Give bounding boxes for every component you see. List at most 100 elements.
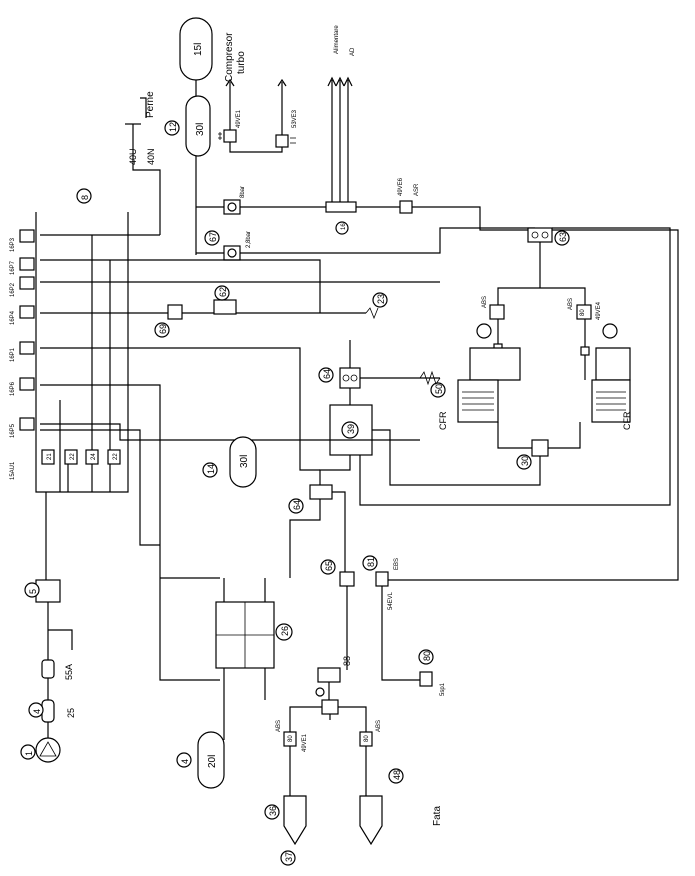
- svg-text:49VE6: 49VE6: [398, 177, 404, 196]
- valve-53ve3: 53VE3: [275, 109, 298, 148]
- ref-16: 16: [335, 221, 349, 235]
- svg-text:16P4: 16P4: [10, 310, 16, 325]
- svg-text:55A: 55A: [64, 664, 74, 680]
- regulator-8bar: 8bar: [223, 186, 246, 215]
- valve-39: 39: [329, 404, 373, 456]
- svg-text:16P2: 16P2: [10, 282, 16, 297]
- pressure-switches: 16P3 16P7 16P2 16P4 16P1 16P6 16P5 15AU1: [10, 229, 35, 480]
- compressor-turbo-label: Compresor turbo: [224, 32, 247, 82]
- pressure-switch-88: 80 5sp1: [418, 649, 446, 696]
- valve-49ve6-asr: 49VE6 ASR: [398, 177, 420, 214]
- valve-55: 62: [213, 285, 237, 315]
- svg-text:80: 80: [364, 735, 370, 742]
- ref-8: 8: [76, 188, 92, 204]
- svg-text:CFR: CFR: [622, 411, 632, 430]
- svg-text:4: 4: [180, 759, 190, 764]
- valve-block-row: 21 22 24 22: [41, 449, 121, 465]
- tank-30l-mid: 30l 14: [202, 436, 257, 488]
- svg-text:64: 64: [322, 369, 332, 379]
- svg-text:21: 21: [47, 453, 53, 460]
- abs-valve-rear-right: 80 ABS 49VE4: [568, 298, 602, 320]
- svg-text:16P1: 16P1: [10, 347, 16, 362]
- regulator-28bar: 2,8bar: [223, 231, 252, 261]
- tank-30l-top: 30l: [185, 95, 211, 157]
- manifold: [325, 201, 357, 213]
- svg-text:25: 25: [66, 708, 76, 718]
- svg-text:Compresor: Compresor: [224, 32, 235, 82]
- double-check-63: 63: [527, 227, 570, 246]
- svg-text:26: 26: [280, 626, 290, 636]
- valve-67-ebs: 81 EBS 54EVL: [362, 555, 400, 610]
- double-check-62: 64: [318, 367, 361, 389]
- left-switch-bus: [35, 212, 440, 681]
- svg-text:16P5: 16P5: [10, 423, 16, 438]
- brake-cylinder-right: CFR: [591, 323, 632, 430]
- svg-text:63: 63: [558, 232, 568, 242]
- svg-text:14: 14: [206, 464, 216, 474]
- svg-text:49VE1: 49VE1: [302, 733, 308, 752]
- svg-text:16P3: 16P3: [10, 237, 16, 252]
- perne-label: Perne: [145, 91, 156, 118]
- svg-text:81: 81: [366, 557, 376, 567]
- svg-text:49VE4: 49VE4: [596, 301, 602, 320]
- svg-text:65: 65: [324, 561, 334, 571]
- svg-text:16: 16: [341, 223, 347, 230]
- svg-text:67: 67: [208, 232, 218, 242]
- double-check-64-upper: 64: [288, 484, 333, 514]
- svg-text:80: 80: [422, 651, 432, 661]
- abs-valve-front-left: ABS 80 49VE1: [276, 720, 308, 752]
- fata-label: Fata: [432, 806, 443, 826]
- svg-text:64: 64: [292, 500, 302, 510]
- svg-text:ABS: ABS: [276, 720, 282, 732]
- svg-text:54EVL: 54EVL: [388, 591, 394, 610]
- svg-text:1: 1: [24, 751, 34, 756]
- tank-15l: 15l: [179, 17, 213, 81]
- svg-text:20l: 20l: [207, 755, 218, 768]
- svg-text:62: 62: [218, 287, 228, 297]
- foot-brake-valve-26: 26: [215, 601, 293, 669]
- svg-text:23: 23: [376, 294, 386, 304]
- alimentare-lines: Alimentare AD: [327, 25, 356, 205]
- ref-14: 12: [164, 120, 180, 136]
- svg-text:ABS: ABS: [568, 298, 574, 310]
- svg-text:80: 80: [288, 735, 294, 742]
- svg-text:15AU1: 15AU1: [10, 461, 16, 480]
- svg-text:30l: 30l: [195, 123, 206, 136]
- svg-text:22: 22: [113, 453, 119, 460]
- svg-text:53VE3: 53VE3: [292, 109, 298, 128]
- port-40n: 40N: [146, 148, 156, 165]
- svg-text:22: 22: [70, 453, 76, 460]
- svg-text:4: 4: [32, 709, 42, 714]
- svg-text:50: 50: [434, 384, 444, 394]
- exhaust-23: 23: [372, 292, 388, 308]
- svg-text:ABS: ABS: [376, 720, 382, 732]
- brake-cylinder-left: 50 CFR: [430, 323, 521, 430]
- svg-text:30l: 30l: [239, 455, 250, 468]
- svg-text:8: 8: [80, 195, 90, 200]
- svg-text:16P7: 16P7: [10, 260, 16, 275]
- brake-chamber-front-right: 48: [359, 768, 404, 846]
- svg-text:49VE1: 49VE1: [236, 109, 242, 128]
- svg-text:88: 88: [342, 656, 352, 666]
- svg-text:37: 37: [284, 852, 294, 862]
- valve-64-lower: 65: [320, 559, 355, 587]
- svg-text:24: 24: [91, 453, 97, 460]
- svg-text:30: 30: [520, 456, 530, 466]
- svg-text:5: 5: [28, 589, 38, 594]
- relay-valve-front: [315, 687, 339, 715]
- svg-text:ASR: ASR: [414, 183, 420, 196]
- abs-valve-front-right: ABS 80: [359, 720, 382, 747]
- tank-20l: 20l 4: [176, 731, 225, 789]
- valve-69: 69: [154, 304, 183, 338]
- svg-text:16P6: 16P6: [10, 381, 16, 396]
- svg-text:turbo: turbo: [236, 51, 247, 74]
- brake-chamber-front-left: 36 37: [264, 795, 307, 866]
- relay-valve-30: 30: [516, 439, 549, 470]
- ref-65: 67: [204, 230, 220, 246]
- svg-text:2,8bar: 2,8bar: [246, 231, 252, 248]
- svg-text:AD: AD: [350, 47, 356, 56]
- svg-text:5sp1: 5sp1: [440, 682, 446, 696]
- svg-text:Alimentare: Alimentare: [334, 25, 340, 54]
- svg-text:8bar: 8bar: [240, 186, 246, 198]
